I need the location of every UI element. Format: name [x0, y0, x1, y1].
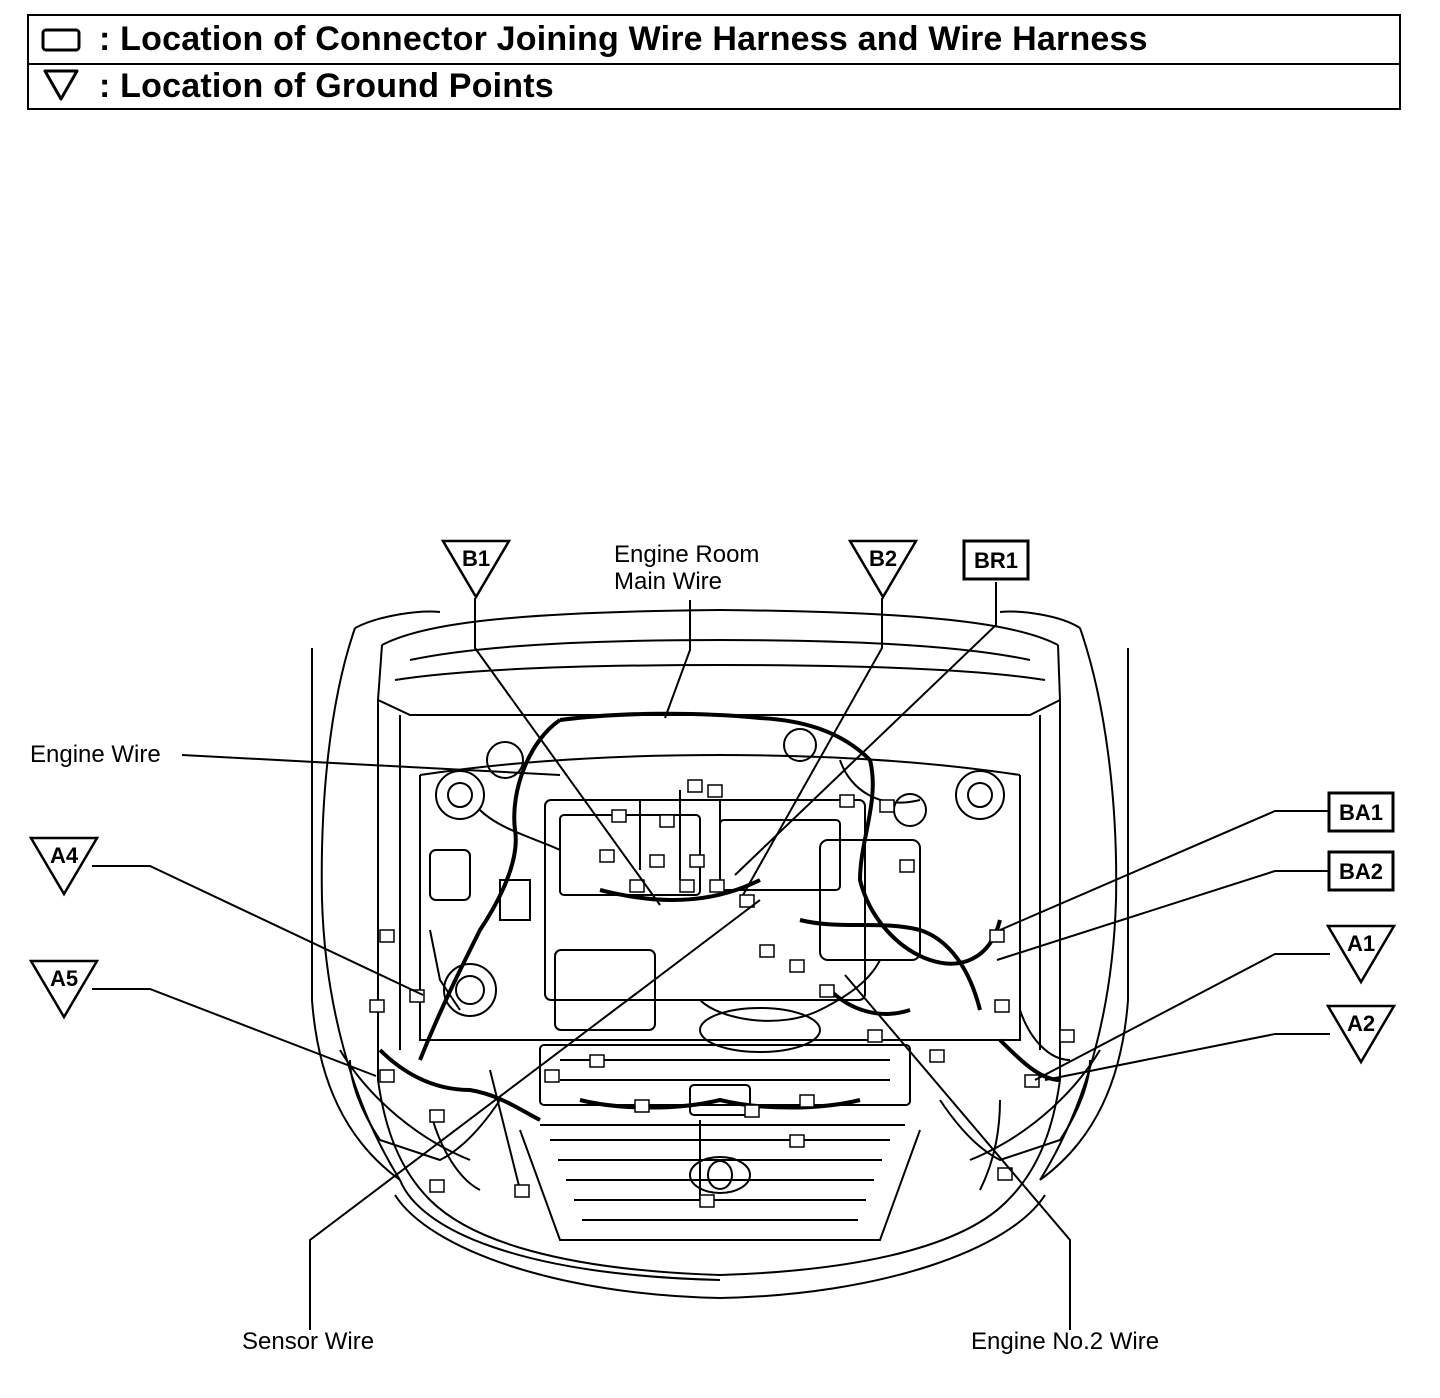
harness-connectors	[369, 779, 1075, 1208]
legend-ground-text: : Location of Ground Points	[99, 67, 554, 105]
ground-point-a1: A1	[1325, 924, 1397, 985]
svg-text:A2: A2	[1347, 1011, 1375, 1036]
svg-text:B1: B1	[462, 546, 490, 571]
svg-text:BA2: BA2	[1339, 859, 1383, 884]
engine-room-main-wire-label-line1: Engine Room	[614, 541, 759, 568]
rectangle-icon	[41, 28, 81, 52]
legend-connector-text: : Location of Connector Joining Wire Har…	[99, 20, 1148, 58]
connector-br1: BR1	[962, 539, 1030, 581]
svg-text:B2: B2	[869, 546, 897, 571]
triangle-down-icon	[43, 69, 79, 101]
engine-block	[429, 799, 921, 1116]
ground-point-a4: A4	[28, 836, 100, 897]
legend-row-connector: : Location of Connector Joining Wire Har…	[29, 16, 1399, 65]
engine-no2-wire-label: Engine No.2 Wire	[971, 1328, 1159, 1355]
svg-text:BR1: BR1	[974, 548, 1018, 573]
engine-room-main-wire-label-line2: Main Wire	[614, 568, 722, 595]
leader-lines	[92, 582, 1330, 1330]
svg-text:A5: A5	[50, 966, 78, 991]
ground-point-b2: B2	[847, 539, 919, 600]
engine-wire-label: Engine Wire	[30, 741, 161, 768]
legend-row-ground: : Location of Ground Points	[29, 63, 1399, 110]
svg-text:A1: A1	[1347, 931, 1375, 956]
svg-text:BA1: BA1	[1339, 800, 1383, 825]
strut-towers	[435, 728, 1005, 827]
legend-box: : Location of Connector Joining Wire Har…	[27, 14, 1401, 110]
ground-point-b1: B1	[440, 539, 512, 600]
ground-point-a5: A5	[28, 959, 100, 1020]
sensor-wire-label: Sensor Wire	[242, 1328, 374, 1355]
connector-ba2: BA2	[1327, 850, 1395, 892]
connector-ba1: BA1	[1327, 791, 1395, 833]
ground-point-a2: A2	[1325, 1004, 1397, 1065]
wire-branches	[429, 759, 1071, 1200]
svg-text:A4: A4	[50, 843, 79, 868]
